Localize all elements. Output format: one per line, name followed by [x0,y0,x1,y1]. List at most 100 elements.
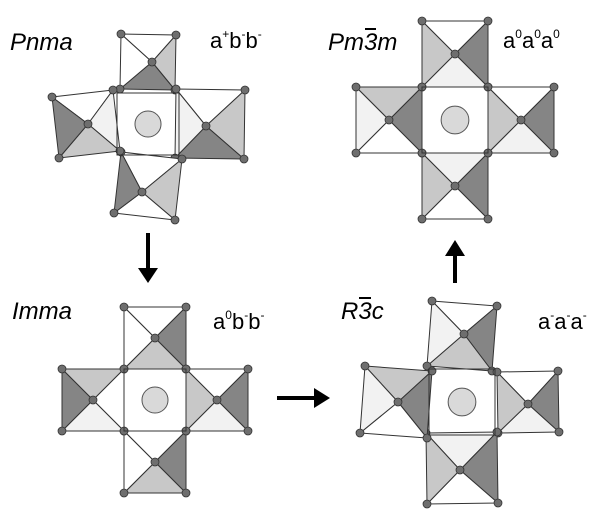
pm3m-structure [351,16,559,224]
octahedron-left [358,364,434,440]
imma-structure [57,302,253,498]
octahedron-top-face [426,299,465,368]
oxygen-vertex [422,499,432,509]
a-site-atom [134,110,162,138]
b-site-vertex [450,181,460,191]
oxygen-vertex [109,208,119,218]
oxygen-vertex [171,84,181,94]
oxygen-vertex [355,428,365,438]
b-site-vertex [212,395,222,405]
oxygen-vertex [549,148,559,158]
oxygen-vertex [553,366,563,376]
tilt-system-pnma: a+b-b- [210,26,262,53]
octahedron-top-face [421,19,456,89]
oxygen-vertex [54,153,64,163]
a-site-atom [141,386,169,414]
octahedron-top [425,299,499,373]
a-site-cavity [421,86,489,154]
b-site-vertex [450,49,460,59]
arrow-imma-to-r3c-head [314,388,330,408]
b-site-vertex [150,333,160,343]
octahedron-left [50,88,122,160]
octahedron-right-face [496,370,529,435]
b-site-vertex [201,121,211,131]
r3c-structure [355,296,564,509]
oxygen-vertex [483,16,493,26]
oxygen-vertex [243,426,253,436]
octahedron-bottom-face [421,151,456,221]
octahedron-left-face [61,367,94,433]
space-group-pm3m: Pm3m [328,28,398,56]
a-site-cavity [116,92,180,156]
octahedron-right-face [174,87,207,160]
oxygen-vertex [554,427,564,437]
octahedron-bottom-face [123,429,156,495]
a-site-cavity [123,368,187,432]
octahedron-top [118,32,178,92]
oxygen-vertex [493,498,503,508]
oxygen-vertex [351,148,361,158]
octahedron-top-face [123,305,156,371]
oxygen-vertex [116,29,126,39]
b-site-vertex [516,115,526,125]
octahedron-left-face [359,364,399,435]
octahedron-bottom [420,151,490,221]
space-group-imma: Imma [12,298,72,325]
b-site-vertex [393,397,403,407]
b-site-vertex [459,329,469,339]
octahedron-right [495,369,561,435]
oxygen-vertex [243,364,253,374]
oxygen-vertex [422,433,432,443]
oxygen-vertex [240,85,250,95]
oxygen-vertex [417,214,427,224]
space-group-r3c: R3c [341,297,384,325]
b-site-vertex [384,115,394,125]
oxygen-vertex [239,154,249,164]
octahedron-bottom [122,429,188,495]
oxygen-vertex [427,296,437,306]
oxygen-vertex [170,215,180,225]
octahedron-bottom [112,150,184,221]
octahedron-bottom [424,430,500,506]
arrow-r3c-to-pm3m-head [445,240,465,256]
octahedron-left-face [51,95,89,160]
b-site-vertex [455,465,465,475]
oxygen-vertex [417,16,427,26]
b-site-vertex [147,57,157,67]
octahedron-bottom-face [113,150,143,215]
oxygen-vertex [181,488,191,498]
tilt-system-r3c: a-a-a- [538,307,587,334]
oxygen-vertex [483,214,493,224]
octahedron-left [354,85,424,155]
oxygen-vertex [119,302,129,312]
oxygen-vertex [57,364,67,374]
octahedron-top [122,305,188,371]
b-site-vertex [150,457,160,467]
oxygen-vertex [360,361,370,371]
octahedron-right [173,87,247,161]
pnma-structure [47,29,250,225]
oxygen-vertex [492,301,502,311]
oxygen-vertex [108,85,118,95]
arrow-pnma-to-imma-head [138,268,158,283]
oxygen-vertex [171,30,181,40]
octahedron-top-face [119,32,153,91]
oxygen-vertex [181,302,191,312]
a-site-atom [447,387,477,417]
tilt-system-imma: a0b-b- [213,307,265,334]
oxygen-vertex [119,488,129,498]
oxygen-vertex [57,426,67,436]
a-site-atom [440,105,470,135]
octahedron-right [184,367,250,433]
octahedron-right [486,85,556,155]
b-site-vertex [523,399,533,409]
octahedron-top [420,19,490,89]
oxygen-vertex [351,82,361,92]
space-group-pnma: Pnma [10,29,73,56]
oxygen-vertex [549,82,559,92]
tilt-system-pm3m: a0a0a0 [503,26,560,53]
octahedron-left-face [355,85,390,155]
oxygen-vertex [47,92,57,102]
b-site-vertex [88,395,98,405]
